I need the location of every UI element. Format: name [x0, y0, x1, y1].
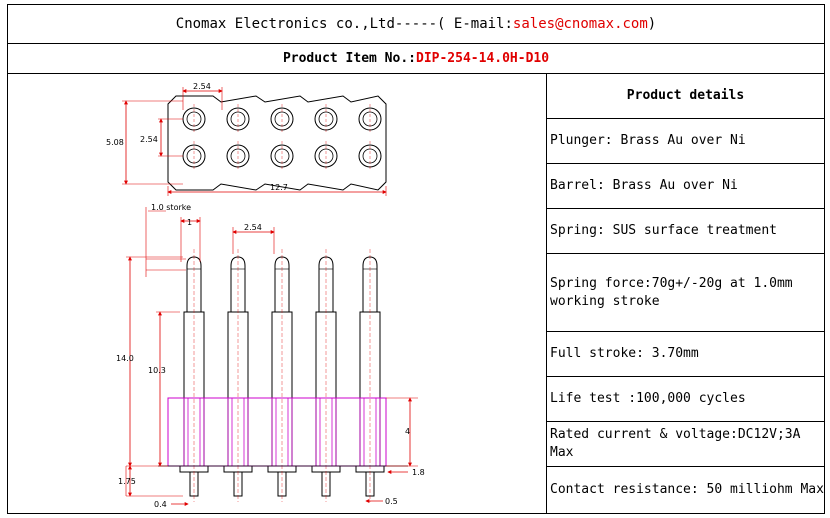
detail-spring: Spring: SUS surface treatment [547, 209, 824, 254]
dim-tail-width: 0.4 [154, 500, 167, 509]
detail-rated-current: Rated current & voltage:DC12V;3A Max [547, 422, 824, 467]
dim-tail-diameter: 0.5 [385, 497, 398, 506]
pin-hole [358, 141, 382, 171]
company-text: Cnomax Electronics co.,Ltd-----( E-mail: [175, 16, 513, 32]
header-row: Cnomax Electronics co.,Ltd-----( E-mail:… [8, 5, 824, 44]
pin-hole [226, 104, 250, 134]
pin-hole [270, 141, 294, 171]
product-details-title: Product details [547, 74, 824, 119]
pin-hole [182, 141, 206, 171]
top-view: 2.54 5.08 2.54 12.7 [106, 82, 387, 196]
dim-height-top: 5.08 [106, 138, 124, 147]
product-item-row: Product Item No.: DIP-254-14.0H-D10 [8, 44, 824, 74]
pin-hole [358, 104, 382, 134]
dim-block-height: 4 [405, 427, 410, 436]
detail-full-stroke: Full stroke: 3.70mm [547, 332, 824, 377]
pin-hole [182, 104, 206, 134]
technical-drawing: 2.54 5.08 2.54 12.7 [8, 74, 547, 513]
pin-hole [314, 104, 338, 134]
detail-life-test: Life test :100,000 cycles [547, 377, 824, 422]
header-close: ) [647, 16, 657, 32]
detail-barrel: Barrel: Brass Au over Ni [547, 164, 824, 209]
spec-sheet: Cnomax Electronics co.,Ltd-----( E-mail:… [7, 4, 825, 514]
email-link[interactable]: sales@cnomax.com [512, 16, 648, 32]
dim-stroke-value: 1 [187, 218, 192, 227]
dim-pitch-side: 2.54 [244, 223, 262, 232]
dim-row-pitch: 2.54 [140, 135, 158, 144]
detail-plunger: Plunger: Brass Au over Ni [547, 119, 824, 164]
product-item-value: DIP-254-14.0H-D10 [416, 51, 550, 66]
dim-width-top: 12.7 [270, 183, 288, 192]
dim-pitch-top: 2.54 [193, 82, 211, 91]
dim-tail-height: 1.75 [118, 477, 136, 486]
pin-hole [314, 141, 338, 171]
product-item-label: Product Item No.: [282, 51, 416, 66]
drawing-svg: 2.54 5.08 2.54 12.7 [106, 82, 425, 509]
dim-barrel-height: 10.3 [148, 366, 166, 375]
pin-hole [226, 141, 250, 171]
side-view: 1.0 storke 1 2.54 14.0 10.3 [116, 203, 425, 509]
detail-spring-force: Spring force:70g+/-20g at 1.0mm working … [547, 254, 824, 332]
detail-contact-resistance: Contact resistance: 50 milliohm Max [550, 482, 824, 497]
insulator-block [167, 397, 387, 467]
dim-stroke: 1.0 storke [151, 203, 191, 212]
top-view-outline [167, 95, 387, 191]
product-details-panel: Product details Plunger: Brass Au over N… [547, 74, 824, 513]
dim-flange-width: 1.8 [412, 468, 425, 477]
dim-total-height: 14.0 [116, 354, 134, 363]
pin-hole [270, 104, 294, 134]
pogo-pin [267, 249, 297, 502]
